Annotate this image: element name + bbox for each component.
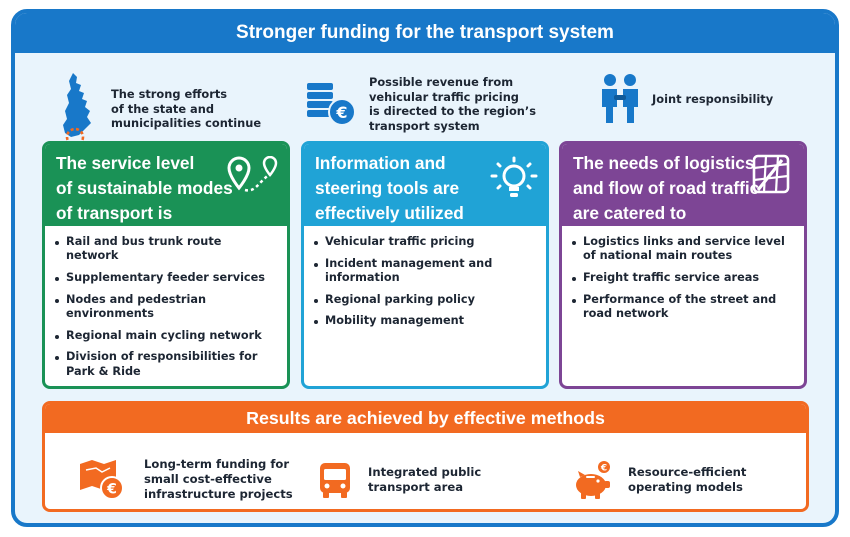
intro-line: municipalities continue: [111, 116, 262, 131]
result-item-resource-efficient: € Resource-efficient operating models: [572, 459, 746, 501]
results-title: Results are achieved by effective method…: [45, 404, 806, 433]
results-panel: Results are achieved by effective method…: [42, 401, 809, 512]
column-logistics: The needs of logistics and flow of road …: [559, 141, 807, 389]
column-title-line: The needs of logistics: [573, 153, 755, 173]
intro-item-state-efforts: The strong efforts of the state and muni…: [57, 71, 261, 147]
piggy-bank-icon: €: [576, 461, 610, 499]
svg-text:€: €: [106, 482, 117, 498]
intro-line: of the state and: [111, 101, 214, 116]
column-items: Vehicular traffic pricing Incident manag…: [304, 226, 546, 329]
column-title-line: and flow of road traffic: [573, 178, 760, 198]
intro-line: is directed to the region’s: [369, 104, 537, 118]
result-line: small cost-effective: [144, 471, 272, 486]
result-line: transport area: [368, 480, 464, 494]
infographic-frame: Stronger funding for the transport syste…: [11, 9, 839, 527]
column-title-line: are catered to: [573, 203, 687, 223]
main-title: Stronger funding for the transport syste…: [15, 13, 835, 53]
intro-item-joint-responsibility: Joint responsibility: [600, 73, 773, 125]
result-line: Integrated public: [368, 465, 482, 479]
column-sustainable-modes: The service level of sustainable modes o…: [42, 141, 290, 389]
handshake-people-icon: [602, 74, 638, 123]
bus-icon: [320, 463, 350, 498]
column-title-line: effectively utilized: [315, 203, 464, 223]
column-header: The service level of sustainable modes o…: [45, 144, 287, 248]
list-item: Supplementary feeder services: [55, 271, 277, 285]
lightbulb-icon: [490, 156, 538, 197]
result-item-funding: € Long-term funding for small cost-effec…: [78, 456, 293, 502]
intro-line: transport system: [369, 118, 480, 133]
column-title-line: Information and: [315, 153, 446, 173]
column-header: The needs of logistics and flow of road …: [562, 144, 804, 226]
euro-coins-icon: €: [307, 83, 356, 126]
column-title-line: The service level: [56, 153, 195, 173]
column-title-line: steering tools are: [315, 178, 460, 198]
intro-line: Possible revenue from: [369, 75, 514, 89]
result-line: infrastructure projects: [144, 486, 293, 501]
list-item: Rail and bus trunk route network: [55, 235, 277, 264]
column-title-line: of transport is improved: [56, 203, 173, 248]
intro-line: The strong efforts: [111, 87, 228, 102]
column-header: Information and steering tools are effec…: [304, 144, 546, 226]
intro-line: vehicular traffic pricing: [369, 89, 519, 104]
list-item: Regional main cycling network: [55, 329, 277, 343]
list-item: Vehicular traffic pricing: [314, 235, 536, 249]
svg-text:€: €: [335, 103, 347, 122]
route-pins-icon: [227, 156, 278, 192]
intro-item-revenue: € Possible revenue from vehicular traffi…: [305, 75, 536, 133]
list-item: Mobility management: [314, 314, 536, 328]
result-line: operating models: [628, 480, 743, 494]
list-item: Regional parking policy: [314, 293, 536, 307]
result-line: Long-term funding for: [144, 456, 290, 471]
column-items: Rail and bus trunk route network Supplem…: [45, 226, 287, 379]
svg-text:€: €: [600, 464, 607, 474]
result-line: Resource-efficient: [628, 465, 747, 479]
finland-map-icon: [63, 73, 91, 147]
euro-funding-map-icon: €: [80, 460, 124, 500]
result-item-integrated-area: Integrated public transport area: [318, 461, 481, 499]
list-item: Freight traffic service areas: [572, 271, 794, 285]
street-map-icon: [752, 154, 790, 194]
column-title-line: of sustainable modes: [56, 178, 233, 198]
intro-line: Joint responsibility: [652, 91, 774, 106]
column-information-tools: Information and steering tools are effec…: [301, 141, 549, 389]
